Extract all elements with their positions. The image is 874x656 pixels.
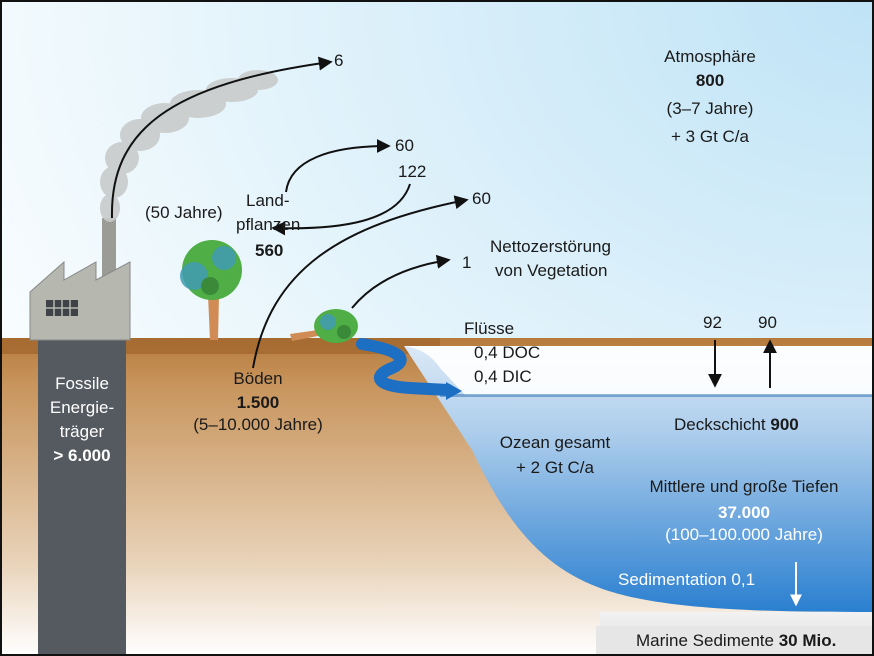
- marine-sediments-stock: 30 Mio.: [778, 631, 837, 650]
- tree-trunk: [208, 295, 219, 340]
- deep-ocean-residence: (100–100.000 Jahre): [665, 525, 823, 544]
- atmosphere-to-plants-arrow: [271, 183, 411, 236]
- rivers-dic: 0,4 DIC: [474, 367, 532, 386]
- surface-layer-stock: 900: [770, 415, 799, 434]
- atmosphere-stock: 800: [695, 71, 725, 90]
- plants-residence: (50 Jahre): [145, 203, 223, 222]
- bush-stump: [290, 330, 318, 341]
- plants-to-atmosphere-value: 60: [395, 136, 414, 155]
- rivers-label: Flüsse: [464, 319, 515, 338]
- atmosphere-residence: (3–7 Jahre): [666, 99, 754, 118]
- soils-residence: (5–10.000 Jahre): [193, 415, 323, 434]
- fossil-label-line2: Energie-: [49, 398, 115, 417]
- marine-sediments: Marine Sedimente 30 Mio.: [636, 630, 836, 652]
- atmosphere-to-plants-value: 122: [398, 162, 427, 181]
- ocean-uptake-value: 92: [703, 313, 722, 332]
- ocean-surface-line: [440, 394, 874, 397]
- soil-to-atmosphere-value: 60: [472, 189, 491, 208]
- river-arrowhead: [446, 382, 462, 400]
- soil-to-atmosphere-arrow: [252, 195, 469, 369]
- sedimentation-label: Sedimentation 0,1: [618, 570, 756, 589]
- plants-label-line2: pflanzen: [236, 215, 301, 234]
- ocean-total-label: Ozean gesamt: [499, 433, 611, 452]
- deep-ocean-label: Mittlere und große Tiefen: [649, 477, 839, 496]
- atmosphere-label: Atmosphäre: [664, 47, 756, 66]
- surface-layer: Deckschicht 900: [674, 414, 799, 436]
- plants-stock: 560: [255, 241, 284, 260]
- rivers-doc: 0,4 DOC: [474, 343, 541, 362]
- deforestation-label-line1: Nettozerstörung: [490, 237, 611, 256]
- surface-layer-label: Deckschicht: [674, 415, 766, 434]
- bush: [314, 309, 358, 343]
- fossil-label-line3: träger: [59, 422, 105, 441]
- deforestation-value: 1: [462, 253, 472, 272]
- river: [356, 338, 454, 396]
- fossil-emission-arrow: [110, 56, 333, 219]
- smoke-plume: [100, 70, 278, 222]
- soils-label: Böden: [233, 369, 283, 388]
- marine-sediments-label: Marine Sedimente: [636, 631, 774, 650]
- atmosphere-change: + 3 Gt C/a: [671, 127, 749, 146]
- tree-crown: [180, 240, 242, 300]
- deforestation-label-line2: von Vegetation: [495, 261, 608, 280]
- sediment-label-bar: [596, 626, 874, 656]
- soils-stock: 1.500: [236, 393, 280, 412]
- window-grid: [46, 300, 78, 316]
- plants-to-atmosphere-arrow: [285, 139, 391, 193]
- fossil-emission-value: 6: [334, 51, 344, 70]
- deforestation-arrow: [351, 254, 451, 309]
- plants-label-line1: Land-: [246, 191, 290, 210]
- deep-ocean-stock: 37.000: [718, 503, 770, 522]
- factory: [29, 260, 131, 341]
- ocean-region: [404, 346, 874, 612]
- ocean-release-value: 90: [758, 313, 777, 332]
- ocean-total-change: + 2 Gt C/a: [516, 458, 594, 477]
- fossil-label-line1: Fossile: [55, 374, 109, 393]
- coast-lip: [404, 346, 874, 395]
- fossil-column: [38, 338, 126, 656]
- fossil-stock: > 6.000: [53, 446, 111, 465]
